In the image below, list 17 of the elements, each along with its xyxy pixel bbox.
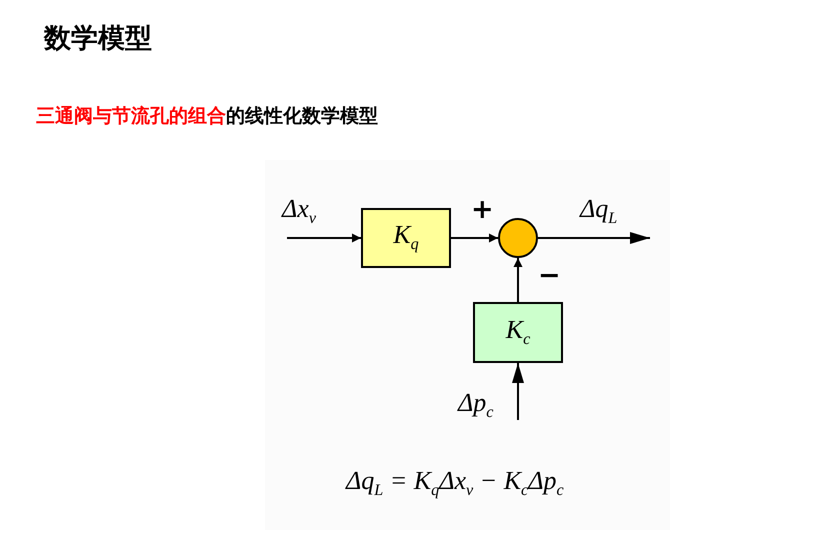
signal-label: Δp$_{c}$	[458, 390, 494, 422]
sign-label: −	[538, 262, 561, 289]
arrow	[514, 258, 522, 302]
signal-label: Δq$_{L}$	[580, 196, 618, 228]
signal-label: Δx$_{v}$	[282, 196, 316, 228]
arrow	[512, 363, 524, 420]
arrow	[451, 234, 498, 242]
sign-label: +	[471, 196, 494, 223]
gain-block	[473, 302, 563, 363]
arrow	[287, 234, 361, 242]
equation: Δq$_{L}$ = K$_{q}$Δx$_{v}$ − K$_{c}$Δp$_{c}$	[346, 468, 564, 500]
gain-label: K$_{q}$	[393, 222, 419, 254]
gain-block	[361, 208, 451, 268]
gain-label: K$_{c}$	[506, 316, 530, 348]
subtitle: 三通阀与节流孔的组合的线性化数学模型	[36, 104, 378, 129]
page-title: 数学模型	[44, 22, 152, 56]
arrow	[538, 232, 650, 244]
